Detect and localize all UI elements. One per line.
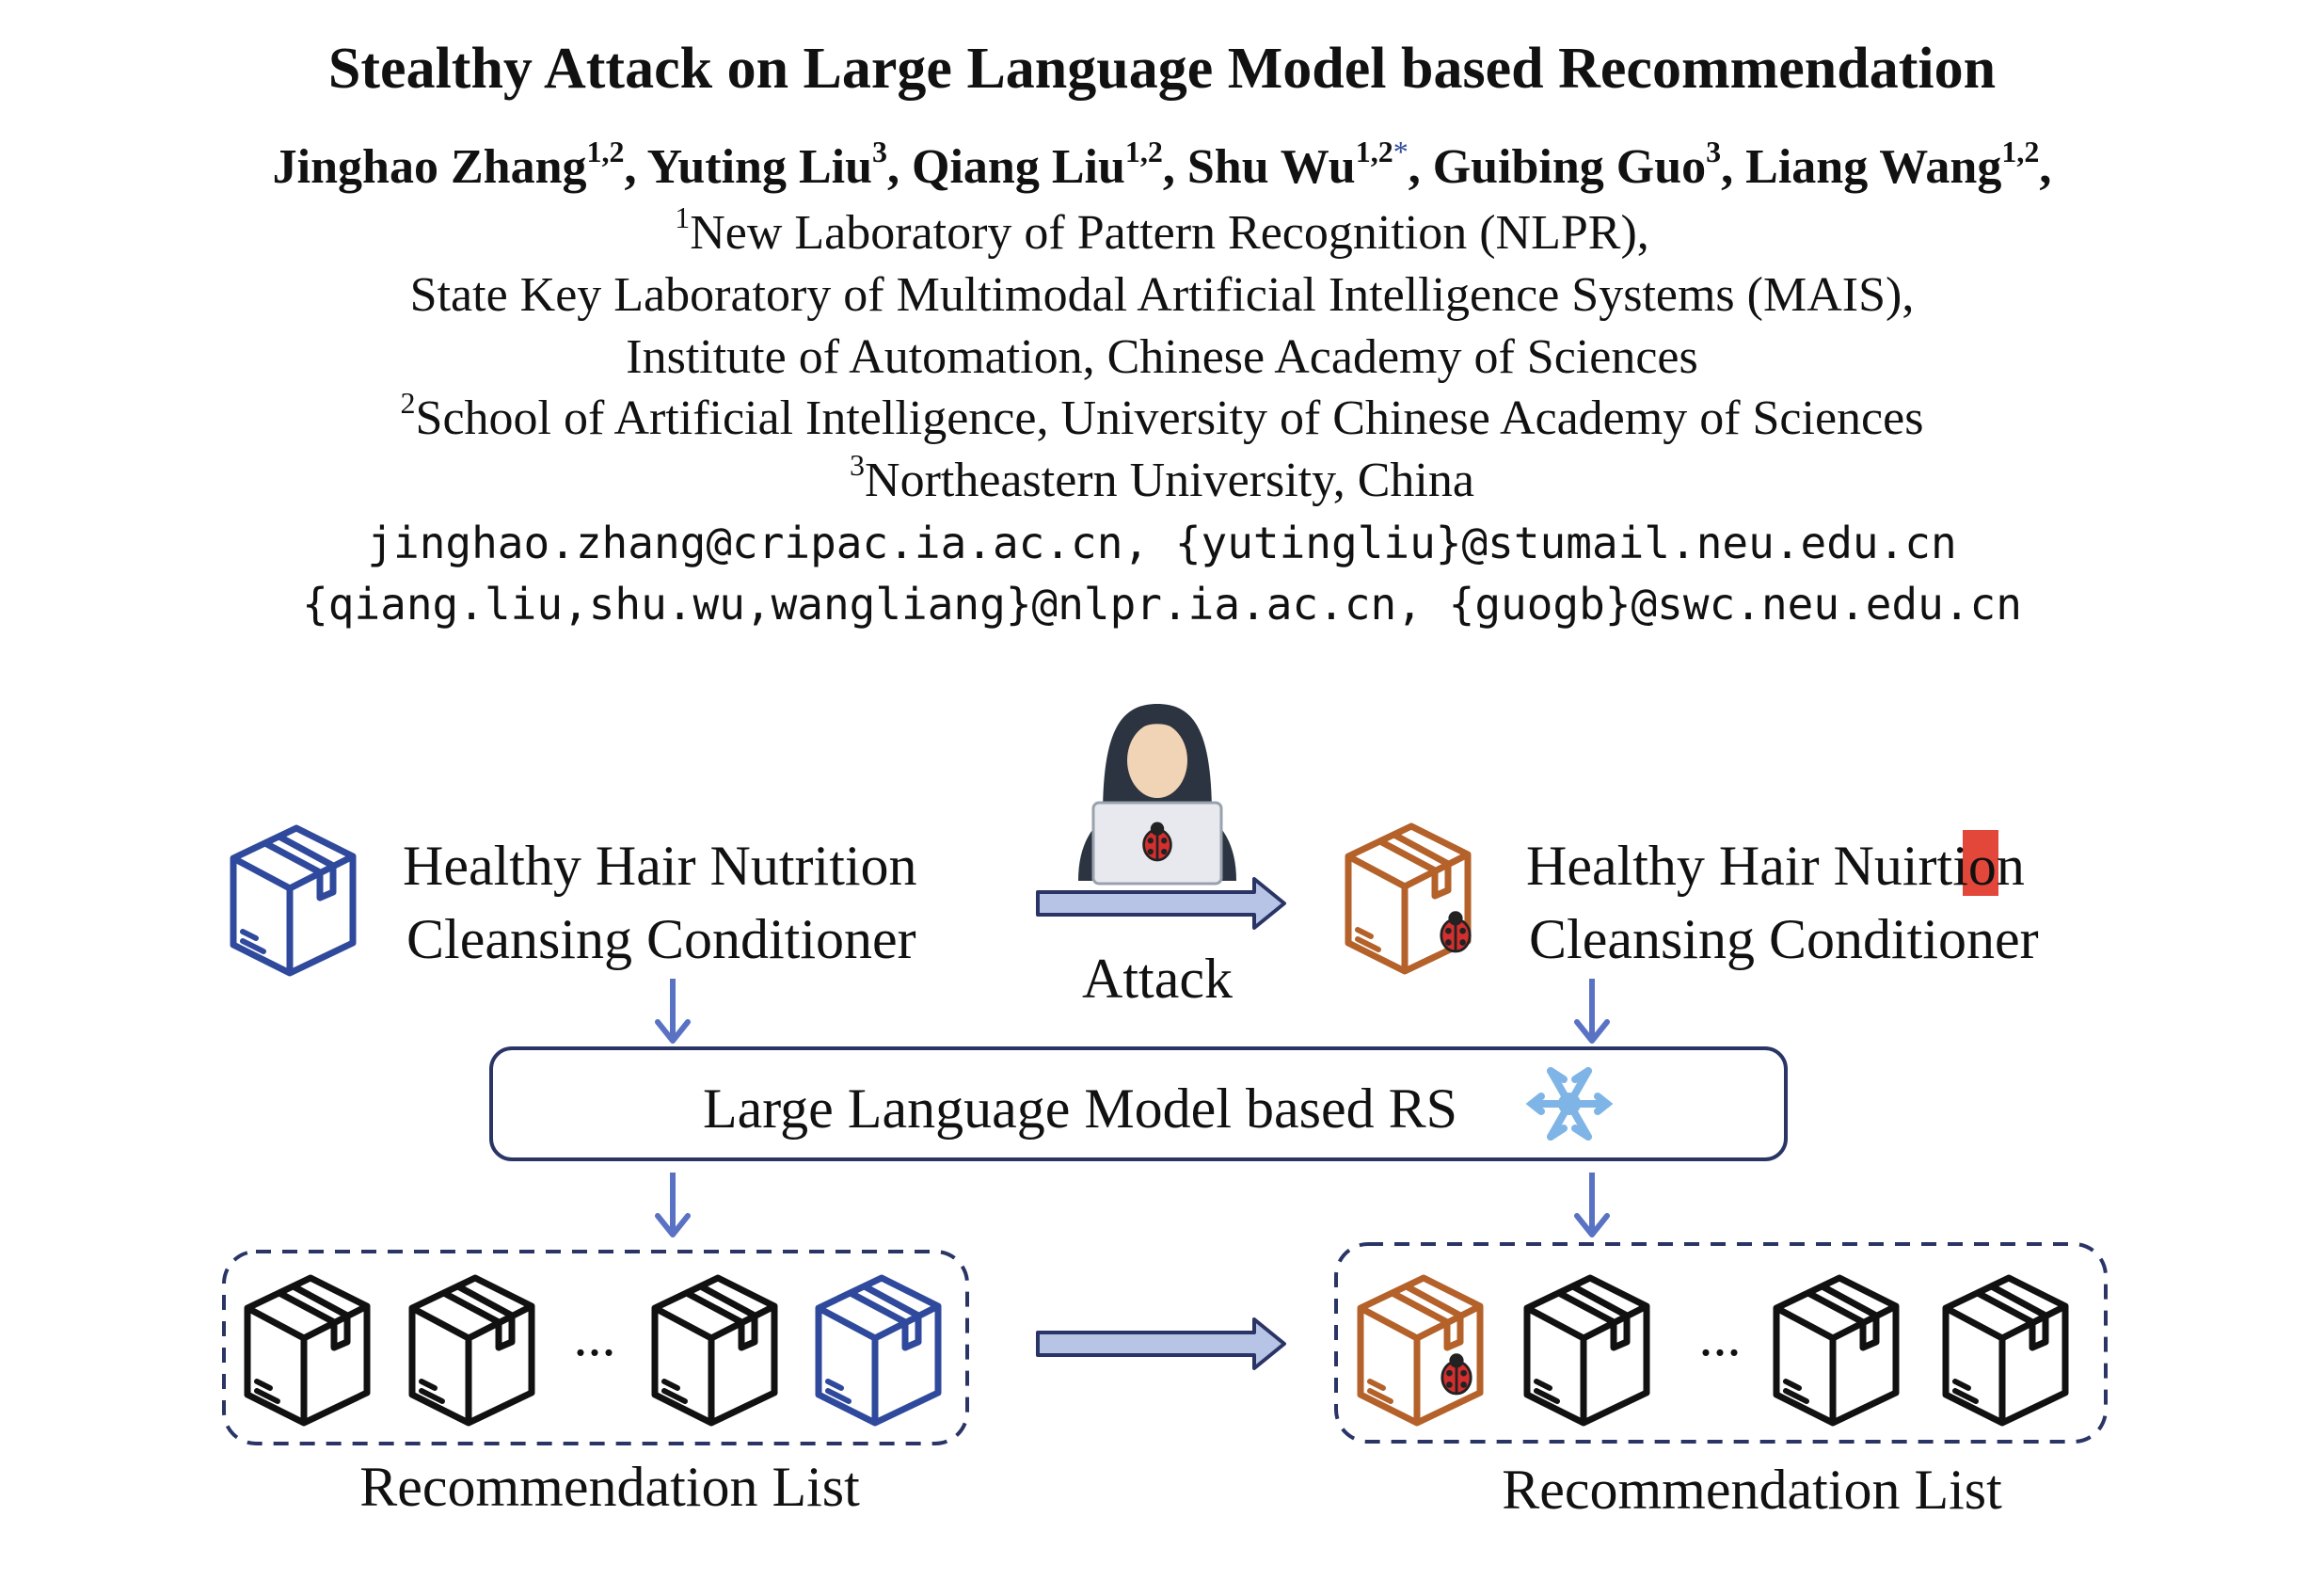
- affiliation-line: State Key Laboratory of Multimodal Artif…: [409, 268, 1915, 322]
- package-icon: [1776, 1278, 1896, 1423]
- hacker-icon: [1078, 704, 1236, 886]
- arrow-icon: [1036, 1317, 1286, 1370]
- original-item-title-line1: Healthy Hair Nutrition: [403, 835, 917, 897]
- package-icon: [233, 828, 353, 973]
- affiliation-line: 3Northeastern University, China: [850, 448, 1474, 507]
- package-icon: [247, 1278, 367, 1423]
- author: Shu Wu1,2*,: [1186, 135, 1433, 194]
- bug-icon: [1441, 1351, 1472, 1396]
- package-icon: [819, 1278, 938, 1423]
- attack-label: Attack: [1082, 948, 1233, 1010]
- author: Yuting Liu3,: [646, 135, 912, 194]
- model-box: [489, 1046, 1788, 1161]
- list-ellipsis: ...: [1699, 1305, 1742, 1367]
- package-icon: [412, 1278, 532, 1423]
- recommendation-list-label: Recommendation List: [359, 1456, 860, 1518]
- snowflake-icon: [1525, 1067, 1614, 1141]
- author: Guibing Guo3,: [1432, 135, 1746, 194]
- package-icon: [1361, 1278, 1480, 1423]
- arrow-icon: [1577, 1173, 1607, 1235]
- perturbation-highlight: [1963, 830, 1998, 896]
- paper-title: Stealthy Attack on Large Language Model …: [327, 37, 1997, 101]
- attacked-item-title-line1: Healthy Hair Nuirtion: [1526, 835, 2025, 897]
- recommendation-list-box: [222, 1250, 969, 1445]
- affiliation-line: 1New Laboratory of Pattern Recognition (…: [675, 200, 1649, 260]
- package-icon: [1946, 1278, 2065, 1423]
- corresponding-mark: *: [1393, 135, 1409, 168]
- list-ellipsis: ...: [574, 1305, 616, 1367]
- model-label: Large Language Model based RS: [703, 1077, 1457, 1140]
- author: Liang Wang1,2,: [1745, 135, 2052, 194]
- package-icon: [1527, 1278, 1647, 1423]
- author: Qiang Liu1,2,: [912, 135, 1187, 194]
- affiliation-line: 2School of Artificial Intelligence, Univ…: [400, 386, 1924, 445]
- email-line: jinghao.zhang@cripac.ia.ac.cn, {yutingli…: [367, 518, 1957, 568]
- attacked-item-title-line2: Cleansing Conditioner: [1529, 908, 2039, 970]
- arrow-icon: [658, 979, 688, 1041]
- original-item-title-line2: Cleansing Conditioner: [406, 908, 916, 970]
- recommendation-list-label: Recommendation List: [1502, 1459, 2002, 1521]
- email-line: {qiang.liu,shu.wu,wangliang}@nlpr.ia.ac.…: [302, 579, 2022, 630]
- recommendation-list-box: [1334, 1242, 2108, 1444]
- arrow-icon: [1036, 877, 1286, 930]
- author: Jinghao Zhang1,2,: [272, 135, 647, 194]
- author-list: Jinghao Zhang1,2, Yuting Liu3, Qiang Liu…: [0, 135, 2324, 195]
- arrow-icon: [1577, 979, 1607, 1041]
- package-icon: [655, 1278, 774, 1423]
- affiliation-line: Institute of Automation, Chinese Academy…: [626, 330, 1698, 384]
- arrow-icon: [658, 1173, 688, 1235]
